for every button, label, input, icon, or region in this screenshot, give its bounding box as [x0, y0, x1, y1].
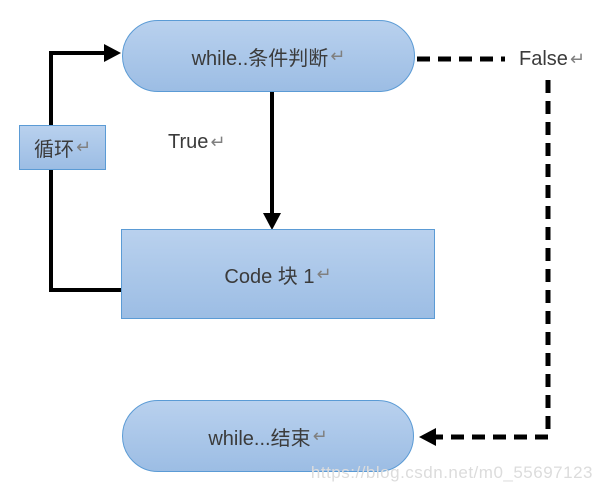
node-while-end: while...结束↵ — [122, 400, 414, 472]
node-loop: 循环↵ — [19, 125, 106, 170]
return-mark-icon: ↵ — [210, 132, 226, 152]
node-while-condition: while..条件判断↵ — [122, 20, 415, 92]
return-mark-icon: ↵ — [75, 137, 92, 157]
false-branch-connector — [436, 80, 551, 440]
node-label: 循环 — [33, 139, 74, 161]
edge-label-text: True — [168, 131, 209, 153]
edge-label-true: True↵ — [168, 131, 225, 154]
return-mark-icon: ↵ — [330, 45, 346, 66]
watermark-text: https://blog.csdn.net/m0_55697123 — [310, 463, 593, 482]
edge-label-text: False — [519, 48, 568, 70]
node-label: while...结束 — [208, 427, 311, 450]
node-label: while..条件判断 — [191, 47, 329, 70]
arrowhead-into-code — [263, 213, 281, 230]
node-code-block: Code 块 1↵ — [121, 229, 435, 319]
edge-label-false: False↵ — [519, 48, 585, 71]
return-mark-icon: ↵ — [316, 263, 332, 284]
loop-back-connector — [49, 51, 121, 292]
return-mark-icon: ↵ — [312, 425, 328, 446]
arrowhead-into-end — [419, 428, 436, 446]
return-mark-icon: ↵ — [569, 49, 585, 69]
arrowhead-into-condition — [104, 44, 121, 62]
node-label: Code 块 1 — [224, 265, 315, 288]
